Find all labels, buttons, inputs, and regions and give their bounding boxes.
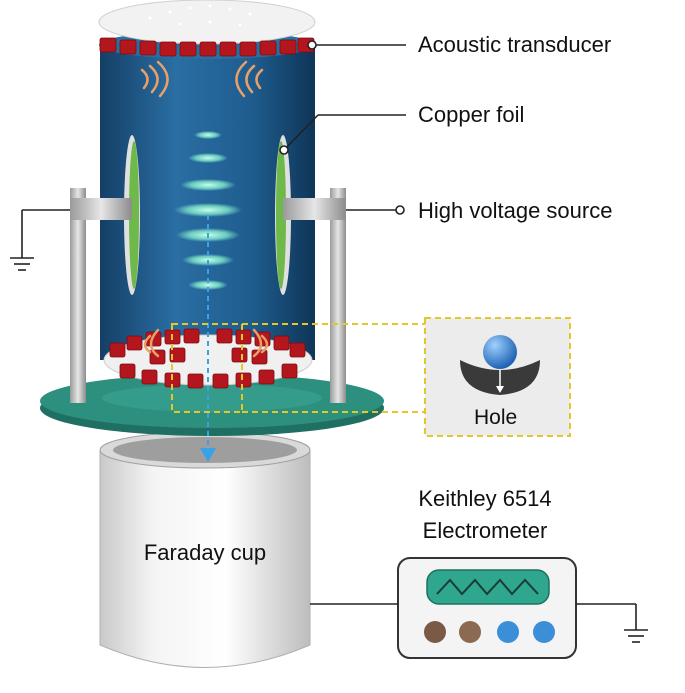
label-electrometer: Electrometer (422, 518, 548, 543)
label-electrometer-model: Keithley 6514 (418, 486, 552, 511)
electrometer-wiring (310, 603, 637, 630)
support-posts (70, 188, 346, 403)
ground-symbol-left (10, 209, 70, 271)
label-high-voltage-source: High voltage source (418, 198, 613, 223)
connector-arms (70, 198, 346, 220)
label-acoustic-transducer: Acoustic transducer (418, 32, 612, 57)
electrometer (397, 557, 577, 659)
leader-dots (279, 40, 405, 215)
top-transducer-array (98, 0, 316, 57)
label-copper-foil: Copper foil (418, 102, 525, 127)
label-faraday-cup: Faraday cup (143, 540, 267, 565)
label-hole: Hole (474, 406, 518, 429)
leader-lines (283, 44, 406, 211)
platform-disk (40, 374, 384, 436)
levitated-droplets (174, 131, 242, 290)
ground-symbol-right (624, 629, 648, 643)
hole-detail (460, 335, 540, 395)
droplet-trajectory (200, 215, 216, 462)
acoustic-wave-arcs (140, 60, 264, 98)
